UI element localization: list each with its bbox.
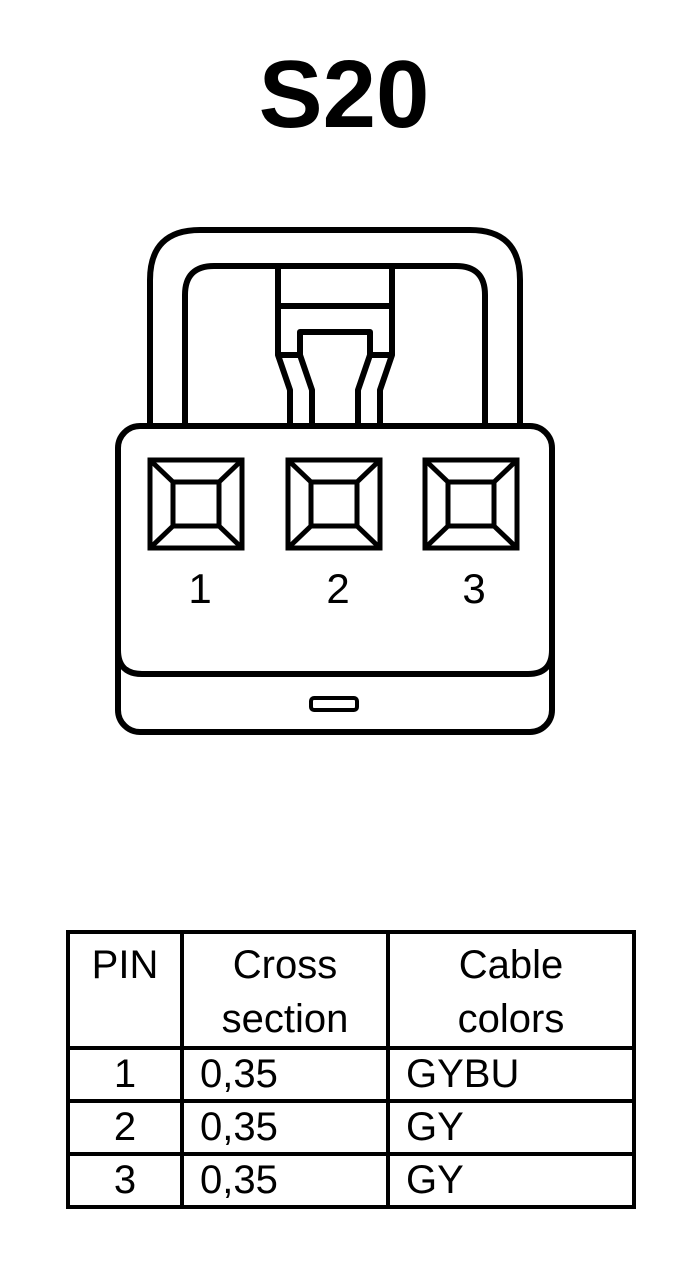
header-pin: PIN [66, 930, 184, 1050]
table-header-row: PIN Cross section Cable colors [66, 930, 636, 1050]
pin-cavity-3 [422, 457, 520, 551]
connector-latch-outer [147, 227, 523, 428]
connector-latch-inner [182, 263, 488, 428]
pin-label-1: 1 [188, 565, 211, 612]
pin-cavity-2 [285, 457, 383, 551]
header-cross-section: Cross section [180, 930, 390, 1050]
cell-cable-color: GY [386, 1152, 636, 1209]
cell-pin: 1 [66, 1046, 184, 1103]
pin-cavity-1 [147, 457, 245, 551]
cell-cross-section: 0,35 [180, 1099, 390, 1156]
table-row: 3 0,35 GY [66, 1152, 636, 1209]
header-cable-colors: Cable colors [386, 930, 636, 1050]
cell-cable-color: GYBU [386, 1046, 636, 1103]
pin-label-3: 3 [462, 565, 485, 612]
cell-cable-color: GY [386, 1099, 636, 1156]
cell-pin: 2 [66, 1099, 184, 1156]
pin-label-2: 2 [326, 565, 349, 612]
pin-assignment-table: PIN Cross section Cable colors 1 0,35 GY… [66, 930, 636, 1209]
cell-cross-section: 0,35 [180, 1152, 390, 1209]
connector-body [115, 423, 555, 735]
table-row: 1 0,35 GYBU [66, 1046, 636, 1103]
connector-latch-tab [275, 266, 395, 428]
cell-pin: 3 [66, 1152, 184, 1209]
connector-key-slot [309, 696, 359, 712]
cell-cross-section: 0,35 [180, 1046, 390, 1103]
connector-title: S20 [258, 41, 430, 148]
connector-body-step [115, 649, 555, 677]
table-row: 2 0,35 GY [66, 1099, 636, 1156]
connector-diagram: 1 2 3 [115, 227, 555, 735]
